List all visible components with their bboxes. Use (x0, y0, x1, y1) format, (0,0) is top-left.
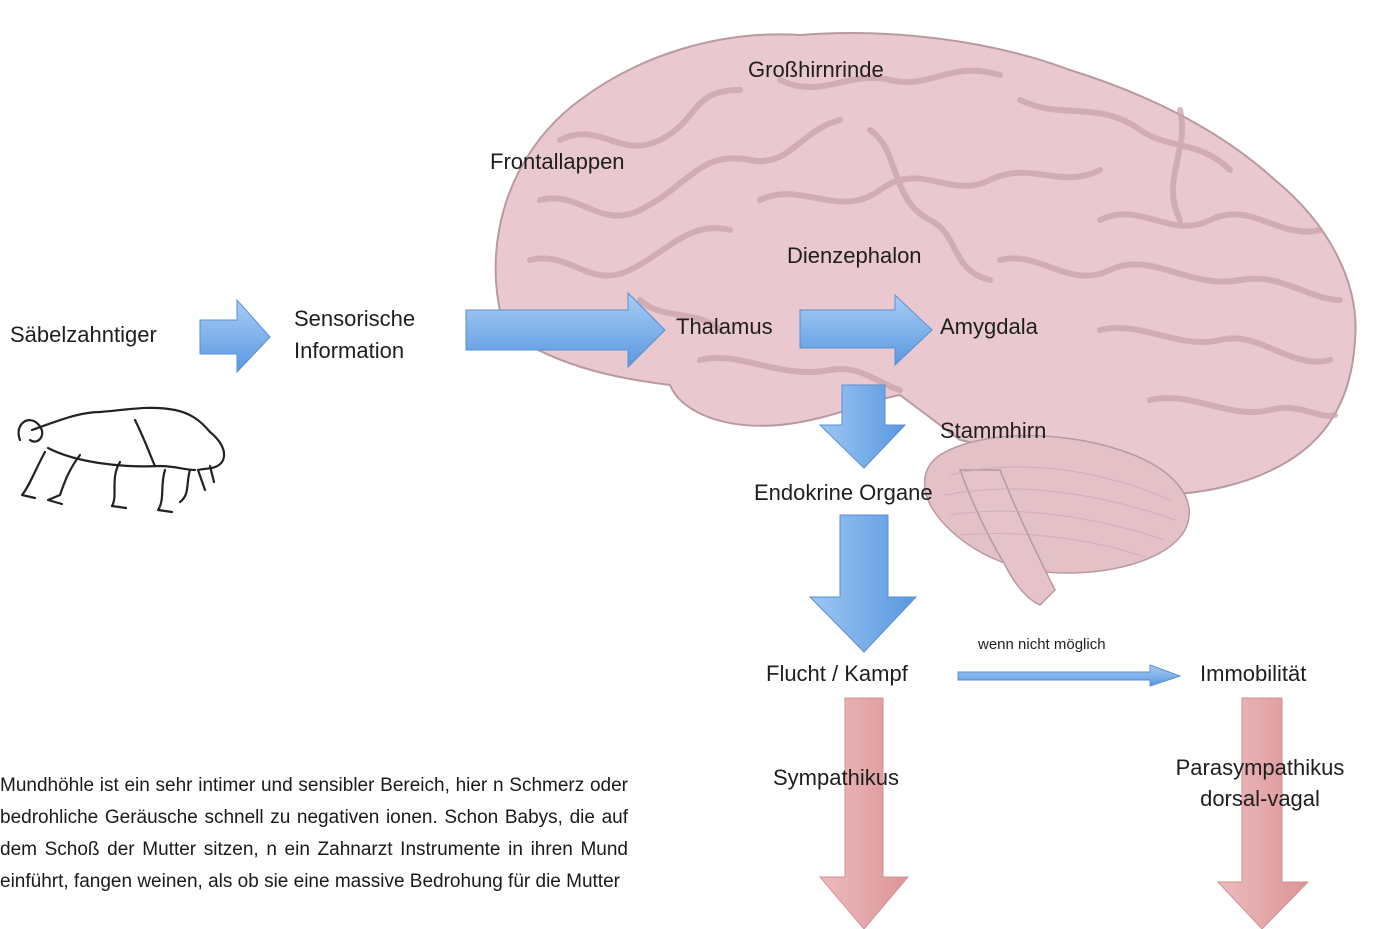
label-if-not-possible: wenn nicht möglich (978, 636, 1106, 654)
label-sensory-information-line2: Information (294, 338, 404, 364)
arrow-sympathetic (820, 698, 908, 929)
label-thalamus: Thalamus (676, 314, 773, 340)
label-parasympathetic-line2: dorsal-vagal (1160, 786, 1360, 812)
label-diencephalon: Dienzephalon (787, 243, 922, 269)
sabertooth-tiger-sketch (19, 408, 225, 512)
label-cortex: Großhirnrinde (748, 57, 884, 83)
label-flight-fight: Flucht / Kampf (766, 661, 908, 687)
label-frontal-lobe: Frontallappen (490, 149, 625, 175)
label-parasympathetic-line1: Parasympathikus (1160, 755, 1360, 781)
brain-cerebrum (496, 33, 1356, 500)
label-amygdala: Amygdala (940, 314, 1038, 340)
label-endocrine-organs: Endokrine Organe (754, 480, 933, 506)
arrow-parasympathetic (1218, 698, 1308, 929)
label-sensory-information-line1: Sensorische (294, 306, 415, 332)
arrow-endocrine-to-flight (810, 515, 916, 652)
arrow-flight-to-immobility (958, 665, 1180, 686)
label-immobility: Immobilität (1200, 661, 1306, 687)
label-brainstem: Stammhirn (940, 418, 1046, 444)
label-sympathetic: Sympathikus (773, 765, 899, 791)
label-sabertooth-tiger: Säbelzahntiger (10, 322, 157, 348)
arrow-tiger-to-sensory (200, 300, 270, 372)
body-paragraph: Mundhöhle ist ein sehr intimer und sensi… (0, 770, 628, 898)
